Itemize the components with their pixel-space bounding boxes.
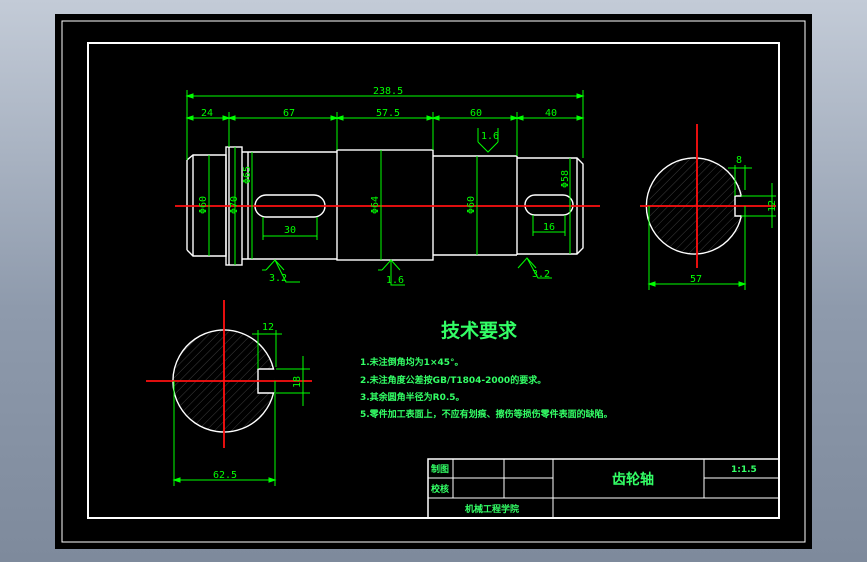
dim-keyway-30: 30 (284, 225, 296, 236)
top-dimensions (185, 90, 585, 160)
tech-requirements-title: 技术要求 (441, 319, 518, 342)
outer-frame (61, 20, 806, 543)
tech-requirement-5: 5.零件加工表面上，不应有划痕、擦伤等损伤零件表面的缺陷。 (360, 408, 613, 420)
diameter-dimension-lines (208, 147, 571, 265)
dim-chamfer-1-6: 1.6 (481, 131, 499, 142)
dim-60: 60 (470, 108, 482, 119)
title-block-part-name: 齿轮轴 (612, 471, 654, 488)
cad-drawing: 238.5 24 67 57.5 60 40 1.6 Φ60 Φ70 Φ65 Φ… (61, 20, 806, 543)
dim-section-left-key-depth: 18 (292, 376, 303, 388)
dim-section-left-diameter: 62.5 (213, 470, 237, 481)
dim-dia-64: Φ64 (370, 196, 381, 214)
dim-57-5: 57.5 (376, 108, 400, 119)
dim-section-right-diameter: 57 (690, 274, 702, 285)
dim-keyway-16: 16 (543, 222, 555, 233)
dim-dia-70: Φ70 (229, 196, 240, 214)
dim-dia-60-left: Φ60 (198, 196, 209, 214)
dim-section-right-key-depth: 12 (767, 200, 778, 212)
dim-dia-65: Φ65 (242, 166, 253, 184)
tech-requirement-3: 3.其余圆角半径为R0.5。 (360, 391, 465, 403)
dim-40: 40 (545, 108, 557, 119)
dim-section-left-key-width: 12 (262, 322, 274, 333)
dim-67: 67 (283, 108, 295, 119)
dim-dia-58: Φ58 (560, 170, 571, 188)
dim-24: 24 (201, 108, 213, 119)
tech-requirement-2: 2.未注角度公差按GB/T1804-2000的要求。 (360, 374, 546, 386)
section-right: 8 12 57 (640, 124, 778, 290)
dim-overall-length: 238.5 (373, 86, 403, 97)
title-block-drawn: 制图 (431, 463, 449, 475)
drawing-viewport[interactable]: 238.5 24 67 57.5 60 40 1.6 Φ60 Φ70 Φ65 Φ… (55, 14, 812, 549)
title-block-school: 机械工程学院 (465, 503, 519, 515)
title-block-checked: 校核 (431, 483, 449, 495)
tech-requirement-1: 1.未注倒角均为1×45°。 (360, 356, 464, 368)
title-block (427, 458, 780, 519)
dim-section-right-key-width: 8 (736, 155, 742, 166)
dim-dia-60-right: Φ60 (466, 196, 477, 214)
roughness-left: 3.2 (269, 273, 287, 284)
section-left: 12 18 62.5 (146, 300, 312, 486)
roughness-symbols (262, 257, 552, 286)
roughness-right: 3.2 (532, 269, 550, 280)
roughness-mid: 1.6 (386, 275, 404, 286)
title-block-scale: 1:1.5 (731, 465, 757, 475)
